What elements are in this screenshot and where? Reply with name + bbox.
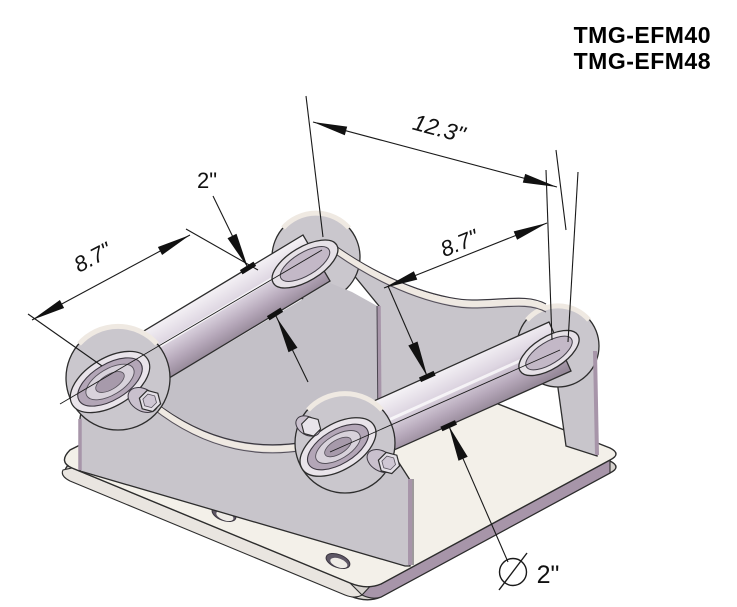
front-left-lobe-rim xyxy=(77,323,159,346)
base-edge-left-face xyxy=(61,467,363,598)
front-left-lobe xyxy=(65,323,171,431)
callout-pin-diameter-top xyxy=(212,195,309,383)
front-right-retainer-bolt-upper xyxy=(295,415,322,437)
model-number-2: TMG-EFM48 xyxy=(573,48,711,74)
rear-plate-right-end-edge xyxy=(593,350,599,456)
front-right-retainer-bolt xyxy=(366,449,401,475)
rear-plate-dip-shadowline-top xyxy=(329,241,547,305)
left-pin-rear-collar xyxy=(271,239,339,289)
callout-pin-diameter-bottom xyxy=(387,285,528,591)
dimension-annotations xyxy=(27,95,579,591)
label-left-pin-span: 8.7" xyxy=(70,237,117,278)
label-overall-width: 12.3" xyxy=(410,109,470,148)
front-right-lobe-rim xyxy=(306,391,384,412)
rear-right-lobe-rim xyxy=(525,303,591,322)
model-number-1: TMG-EFM40 xyxy=(573,22,711,48)
title-block: TMG-EFM40 TMG-EFM48 xyxy=(574,22,711,74)
label-pin-diameter-top: 2" xyxy=(197,168,217,193)
dimension-right-pin-span xyxy=(383,222,548,289)
right-pin-centerline xyxy=(329,349,561,453)
label-right-pin-span: 8.7" xyxy=(437,224,483,262)
rear-left-lobe-rim xyxy=(281,210,351,230)
rear-plate-dip-band xyxy=(328,243,548,311)
rear-plate-dip-shadowline xyxy=(329,249,547,313)
left-pin-centerline xyxy=(59,249,323,405)
diameter-symbol-icon xyxy=(498,552,528,591)
front-saddle-plate xyxy=(65,323,414,567)
front-left-retainer-bolt xyxy=(127,387,162,413)
right-pin-rear-collar xyxy=(518,329,580,377)
dimension-left-pin-span xyxy=(27,228,259,367)
front-right-bushing xyxy=(299,417,377,477)
label-pin-diameter-bottom: 2" xyxy=(537,561,560,589)
dimension-overall-width xyxy=(305,95,579,343)
front-right-lobe xyxy=(294,391,401,494)
